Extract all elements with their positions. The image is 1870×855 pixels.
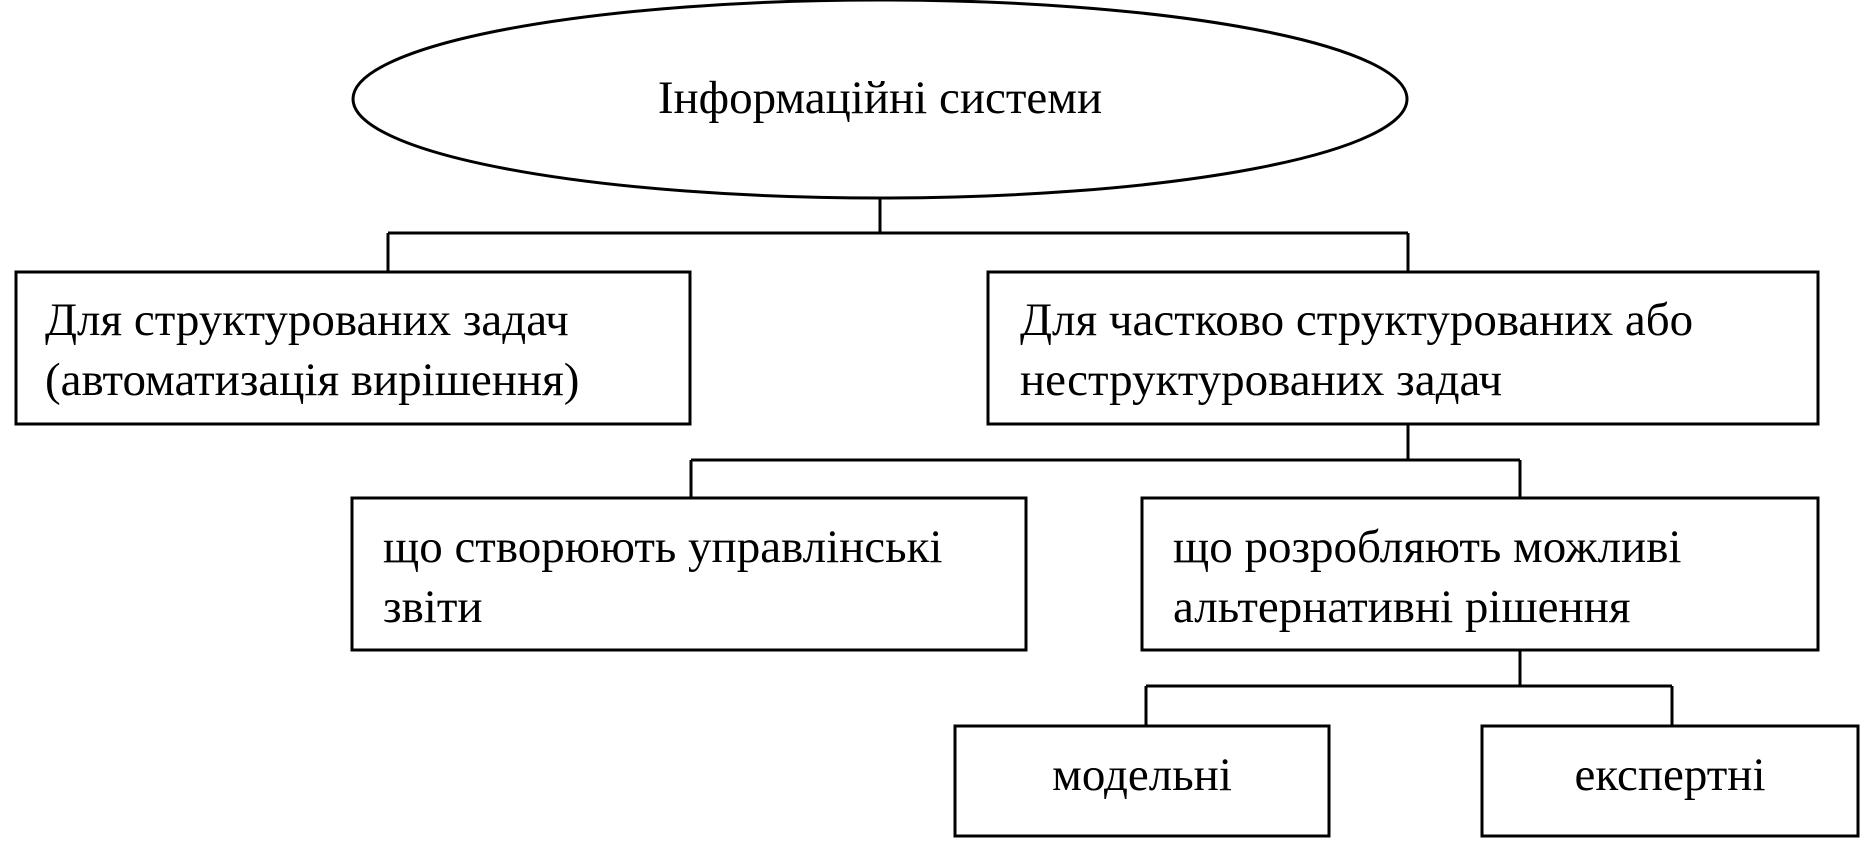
model-based-box — [953, 724, 1331, 838]
connector-alternatives-to-kinds — [1144, 650, 1674, 726]
root-node: Інформаційні системи — [351, 0, 1409, 200]
expert-box — [1480, 724, 1860, 838]
structured-tasks-node: Для структурованих задач (автоматизація … — [14, 270, 692, 426]
model-based-label: модельні — [1052, 749, 1232, 801]
reports-node: що створюють управлінські звіти — [350, 496, 1028, 652]
semi-structured-tasks-box — [986, 270, 1820, 426]
semi-structured-tasks-node: Для частково структурованих або неструкт… — [986, 270, 1820, 426]
alternatives-box — [1140, 496, 1820, 652]
expert-label: експертні — [1574, 749, 1765, 801]
structured-tasks-label-line1: Для структурованих задач — [45, 294, 569, 346]
connector-root-to-categories — [386, 198, 1410, 272]
root-label: Інформаційні системи — [658, 72, 1102, 124]
alternatives-label-line2: альтернативні рішення — [1173, 581, 1630, 633]
connector-semi-structured-to-subtypes — [689, 424, 1522, 498]
expert-node: експертні — [1480, 724, 1860, 838]
structured-tasks-box — [14, 270, 692, 426]
alternatives-node: що розробляють можливі альтернативні ріш… — [1140, 496, 1820, 652]
reports-label-line1: що створюють управлінські — [383, 521, 942, 573]
root-ellipse — [351, 0, 1409, 200]
alternatives-label-line1: що розробляють можливі — [1173, 521, 1681, 573]
structured-tasks-label-line2: (автоматизація вирішення) — [45, 354, 579, 406]
reports-box — [350, 496, 1028, 652]
connectors — [386, 198, 1674, 726]
semi-structured-tasks-label-line2: неструктурованих задач — [1020, 354, 1502, 406]
semi-structured-tasks-label-line1: Для частково структурованих або — [1020, 294, 1693, 346]
model-based-node: модельні — [953, 724, 1331, 838]
reports-label-line2: звіти — [383, 581, 483, 633]
